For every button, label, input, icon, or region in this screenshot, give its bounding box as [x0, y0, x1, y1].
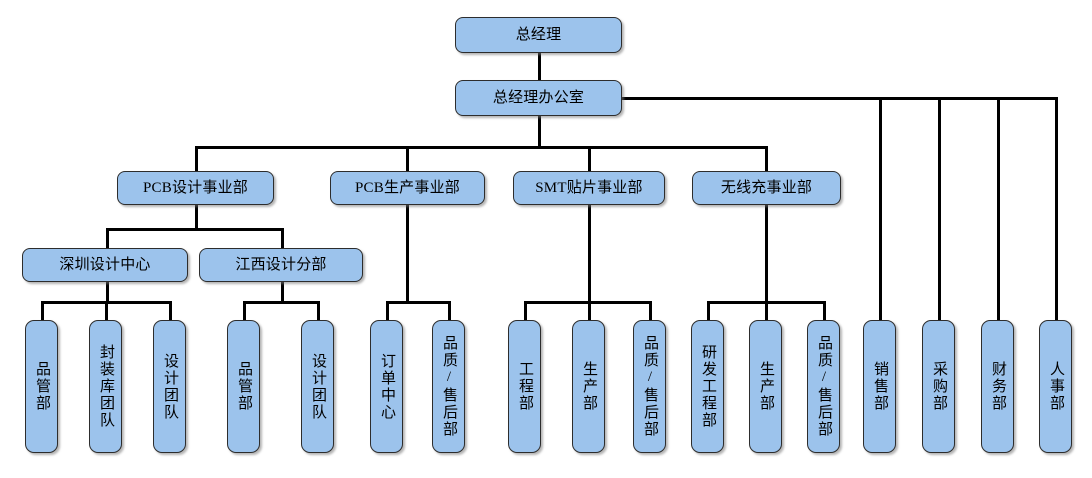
node-label: PCB生产事业部	[355, 179, 460, 196]
node-jx-design-team[interactable]: 设计团队	[301, 320, 334, 453]
node-label: 订单中心	[379, 352, 395, 421]
connector-drop-purchasing	[938, 97, 941, 323]
node-label: 总经理办公室	[492, 89, 585, 106]
node-division-pcb-design[interactable]: PCB设计事业部	[117, 171, 274, 205]
connector-drop-sz-center	[106, 228, 109, 250]
connector-office-right-bus	[610, 97, 1058, 100]
node-label: 品质/售后部	[441, 335, 457, 438]
connector-drop-order-center	[386, 301, 389, 322]
node-label: 设计团队	[310, 352, 326, 421]
connector-drop-jx-branch	[281, 228, 284, 250]
node-gm-office[interactable]: 总经理办公室	[455, 80, 622, 116]
node-sz-quality-dept[interactable]: 品管部	[25, 320, 58, 453]
node-label: 封装库团队	[98, 344, 114, 429]
connector-drop-sales	[879, 97, 882, 323]
connector-drop-jx-designteam	[317, 301, 320, 322]
node-smt-engineering-dept[interactable]: 工程部	[508, 320, 541, 453]
node-label: 设计团队	[162, 352, 178, 421]
connector-drop-smt-engineering	[524, 301, 527, 322]
node-label: 财务部	[990, 361, 1006, 412]
connector-drop-pcb-design	[195, 146, 198, 173]
node-smt-quality-aftersales-dept[interactable]: 品质/售后部	[633, 320, 666, 453]
connector-jxbranch-bus	[243, 301, 320, 304]
connector-drop-wl-quality	[823, 301, 826, 322]
connector-drop-finance	[997, 97, 1000, 323]
node-shenzhen-design-center[interactable]: 深圳设计中心	[22, 248, 188, 282]
node-label: 采购部	[931, 361, 947, 412]
node-sz-design-team[interactable]: 设计团队	[153, 320, 186, 453]
node-purchasing-dept[interactable]: 采购部	[922, 320, 955, 453]
node-general-manager[interactable]: 总经理	[455, 17, 622, 53]
connector-drop-hr	[1055, 97, 1058, 323]
connector-divisions-bus	[195, 146, 768, 149]
connector-drop-jx-quality	[243, 301, 246, 322]
node-label: PCB设计事业部	[143, 179, 248, 196]
node-label: 深圳设计中心	[59, 256, 151, 273]
node-sales-dept[interactable]: 销售部	[863, 320, 896, 453]
connector-smt-trunk	[588, 204, 591, 303]
node-wl-production-dept[interactable]: 生产部	[749, 320, 782, 453]
node-finance-dept[interactable]: 财务部	[981, 320, 1014, 453]
node-label: 品质/售后部	[642, 335, 658, 438]
node-label: 总经理	[515, 26, 562, 43]
node-division-pcb-production[interactable]: PCB生产事业部	[330, 171, 485, 205]
connector-pcbprod-trunk	[406, 204, 409, 303]
node-wl-quality-aftersales-dept[interactable]: 品质/售后部	[807, 320, 840, 453]
node-smt-production-dept[interactable]: 生产部	[572, 320, 605, 453]
node-label: 工程部	[517, 361, 533, 412]
node-label: SMT贴片事业部	[535, 179, 643, 196]
connector-jxbranch-trunk	[281, 281, 284, 303]
connector-drop-smt	[588, 146, 591, 173]
node-jiangxi-design-branch[interactable]: 江西设计分部	[199, 248, 363, 282]
connector-gm-to-office	[538, 52, 541, 84]
connector-drop-smt-quality	[649, 301, 652, 322]
node-sz-package-library-team[interactable]: 封装库团队	[89, 320, 122, 453]
connector-drop-smt-production	[588, 301, 591, 322]
connector-drop-pcb-quality	[448, 301, 451, 322]
connector-pcbdesign-trunk	[195, 204, 198, 230]
node-jx-quality-dept[interactable]: 品管部	[227, 320, 260, 453]
connector-drop-sz-designteam	[169, 301, 172, 322]
node-label: 销售部	[872, 361, 888, 412]
node-label: 品管部	[34, 361, 50, 412]
connector-drop-wireless	[765, 146, 768, 173]
node-label: 生产部	[758, 361, 774, 412]
node-wl-rd-engineering-dept[interactable]: 研发工程部	[691, 320, 724, 453]
node-label: 无线充事业部	[720, 179, 813, 196]
connector-office-trunk	[538, 114, 541, 148]
node-label: 生产部	[581, 361, 597, 412]
connector-drop-wl-rd	[707, 301, 710, 322]
node-order-center[interactable]: 订单中心	[370, 320, 403, 453]
connector-drop-sz-quality	[41, 301, 44, 322]
node-hr-dept[interactable]: 人事部	[1039, 320, 1072, 453]
node-label: 人事部	[1048, 361, 1064, 412]
node-division-smt[interactable]: SMT贴片事业部	[513, 171, 665, 205]
connector-szcenter-trunk	[106, 281, 109, 303]
node-label: 江西设计分部	[235, 256, 327, 273]
node-label: 品管部	[236, 361, 252, 412]
node-label: 研发工程部	[700, 344, 716, 429]
node-label: 品质/售后部	[816, 335, 832, 438]
connector-subcenter-bus	[106, 228, 283, 231]
connector-wireless-trunk	[765, 204, 768, 303]
connector-pcbprod-bus	[386, 301, 451, 304]
node-division-wireless-charging[interactable]: 无线充事业部	[692, 171, 841, 205]
connector-drop-sz-packagelib	[105, 301, 108, 322]
node-pcb-quality-aftersales-dept[interactable]: 品质/售后部	[432, 320, 465, 453]
connector-drop-wl-production	[765, 301, 768, 322]
connector-drop-pcb-prod	[406, 146, 409, 173]
